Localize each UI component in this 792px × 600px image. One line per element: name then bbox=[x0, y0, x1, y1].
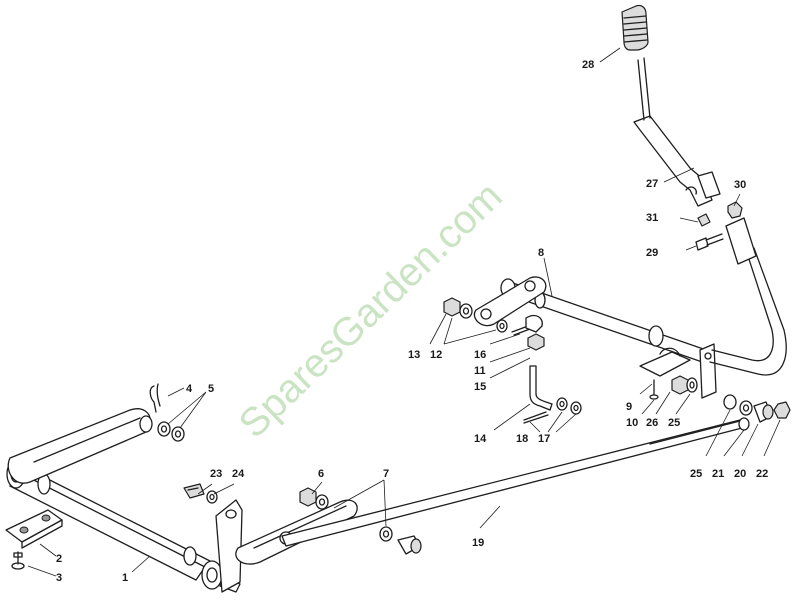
curved-tube bbox=[709, 217, 787, 376]
callout-23: 23 bbox=[210, 468, 222, 480]
nut-11 bbox=[527, 333, 545, 351]
callout-21: 21 bbox=[712, 468, 724, 480]
callout-4: 4 bbox=[186, 383, 193, 395]
screw-16 bbox=[511, 314, 543, 336]
rear-lever-plate bbox=[699, 343, 717, 399]
rear-lever-arm bbox=[473, 276, 547, 327]
long-rod bbox=[281, 419, 743, 547]
callout-17: 17 bbox=[538, 433, 550, 445]
shaft-bracket bbox=[639, 347, 691, 377]
left-lever-arm bbox=[7, 408, 153, 484]
nut-washers-26-25 bbox=[671, 375, 698, 395]
callout-25a: 25 bbox=[668, 417, 680, 429]
callout-1: 1 bbox=[122, 572, 128, 584]
screw-10 bbox=[649, 379, 659, 400]
callout-31: 31 bbox=[646, 212, 658, 224]
callout-5: 5 bbox=[208, 383, 214, 395]
screw-part bbox=[11, 551, 25, 570]
washers-17 bbox=[556, 397, 582, 415]
callout-20: 20 bbox=[734, 468, 746, 480]
mount-bracket bbox=[5, 509, 63, 549]
bolt-29 bbox=[695, 233, 724, 251]
callout-26: 26 bbox=[646, 417, 658, 429]
callout-19: 19 bbox=[472, 537, 484, 549]
washer-24 bbox=[206, 490, 218, 504]
pin-18 bbox=[523, 411, 549, 424]
callout-2: 2 bbox=[56, 553, 62, 565]
callout-3: 3 bbox=[56, 572, 62, 584]
callout-6: 6 bbox=[318, 468, 324, 480]
callout-9: 9 bbox=[626, 401, 632, 413]
callout-12: 12 bbox=[430, 349, 442, 361]
callout-labels: 1 2 3 4 5 6 7 8 9 10 11 12 13 14 15 16 1… bbox=[56, 59, 768, 584]
nuts-13-12 bbox=[443, 297, 508, 333]
callout-13: 13 bbox=[408, 349, 420, 361]
callout-18: 18 bbox=[516, 433, 528, 445]
callout-27: 27 bbox=[646, 178, 658, 190]
callout-29: 29 bbox=[646, 247, 658, 259]
callout-14: 14 bbox=[474, 433, 487, 445]
callout-22: 22 bbox=[756, 468, 768, 480]
callout-11: 11 bbox=[474, 365, 486, 377]
callout-7: 7 bbox=[383, 468, 389, 480]
washers-5 bbox=[157, 421, 185, 442]
callout-24: 24 bbox=[232, 468, 245, 480]
callout-8: 8 bbox=[538, 247, 544, 259]
callout-25b: 25 bbox=[690, 468, 702, 480]
callout-16: 16 bbox=[474, 349, 486, 361]
split-pin-4 bbox=[149, 383, 161, 413]
nuts-6 bbox=[299, 487, 329, 510]
clip-23 bbox=[183, 483, 205, 499]
callout-15: 15 bbox=[474, 381, 486, 393]
leader-lines bbox=[27, 47, 781, 577]
callout-28: 28 bbox=[582, 59, 594, 71]
handle-knob bbox=[621, 4, 649, 51]
l-rod bbox=[529, 365, 553, 411]
callout-10: 10 bbox=[626, 417, 638, 429]
spring-clip bbox=[685, 186, 711, 227]
handle-lever bbox=[633, 57, 721, 207]
callout-30: 30 bbox=[734, 179, 746, 191]
rear-rod-end bbox=[723, 394, 791, 431]
bolt-7 bbox=[379, 526, 422, 555]
